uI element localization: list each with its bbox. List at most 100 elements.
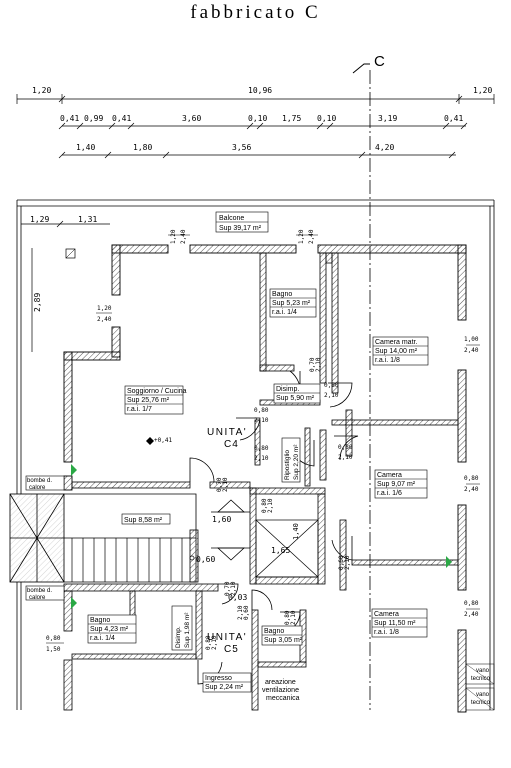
room-bagno-3-sup: Sup 3,05 m² <box>264 637 303 644</box>
section-line-c: C <box>352 53 385 710</box>
room-bagno-2: Bagno Sup 4,23 m² r.a.i. 1/4 <box>87 614 137 644</box>
door2-a: 0,80 <box>324 382 339 389</box>
door4-b: 2,10 <box>254 455 269 462</box>
elevation-marker: +0,41 <box>146 437 172 445</box>
door11-a: 0,60 <box>243 605 250 620</box>
room-bagno-2-name: Bagno <box>90 617 110 624</box>
room-disimp-1: Disimp. Sup 5,90 m² <box>273 383 321 404</box>
room-bagno-1-name: Bagno <box>272 291 292 298</box>
stairwell <box>9 493 199 583</box>
room-bagno-2-sup: Sup 4,23 m² <box>90 626 129 633</box>
aerazione-1: areazione <box>265 679 296 686</box>
room-camera-3-ra: r.a.i. 1/8 <box>374 629 399 636</box>
room-camera-2-sup: Sup 9,07 m² <box>377 481 416 488</box>
exterior-walls <box>63 244 467 713</box>
shaft-marker <box>65 248 76 259</box>
room-bagno-1-sup: Sup 5,23 m² <box>272 300 311 307</box>
door8-b: 2,10 <box>344 555 351 570</box>
dim-center-4: 1,40 <box>292 523 300 540</box>
win3-b: 2,40 <box>97 316 112 323</box>
dimension-row-1 <box>16 94 495 104</box>
dimension-row-3 <box>58 151 456 159</box>
room-camera-matr: Camera matr. Sup 14,00 m² r.a.i. 1/8 <box>372 336 429 366</box>
dim-row3-b: 1,80 <box>133 143 152 152</box>
door6-b: 2,10 <box>222 477 229 492</box>
win5-b: 2,40 <box>464 347 479 354</box>
dim-center-3: 0,60 <box>196 555 215 564</box>
door7-b: 2,10 <box>267 498 274 513</box>
dim-row2-d: 3,60 <box>182 114 201 123</box>
win6-a: 0,80 <box>464 475 479 482</box>
win1-a: 1,20 <box>170 229 177 244</box>
room-bagno-3: Bagno Sup 3,05 m² <box>261 625 303 646</box>
door5-b: 2,10 <box>338 454 353 461</box>
dim-row2-h: 3,19 <box>378 114 397 123</box>
vano-tecnico-2-b: tecnico <box>471 700 491 706</box>
elevation-value: +0,41 <box>154 437 172 444</box>
room-camera-2-name: Camera <box>377 472 402 479</box>
door2-b: 2,10 <box>324 392 339 399</box>
room-balcone: Balcone Sup 39,17 m² <box>215 211 269 233</box>
door5-a: 0,80 <box>338 444 353 451</box>
door1-b: 2,10 <box>315 357 322 372</box>
window-tags <box>46 234 480 644</box>
win5-a: 1,00 <box>464 336 479 343</box>
room-camera-2: Camera Sup 9,07 m² r.a.i. 1/6 <box>374 469 428 499</box>
win3-a: 1,20 <box>97 305 112 312</box>
caldaia-box-2: bombe d. calore <box>25 585 65 601</box>
dim-row2-i: 0,41 <box>444 114 463 123</box>
dimension-row-2 <box>58 122 468 130</box>
caldaia-1-sub: calore <box>29 485 46 491</box>
dim-center-2: 1,65 <box>271 546 290 555</box>
win7-a: 0,80 <box>464 600 479 607</box>
dim-row2-f: 1,75 <box>282 114 301 123</box>
room-camera-3-name: Camera <box>374 611 399 618</box>
section-mark: C <box>374 53 385 70</box>
room-camera-matr-sup: Sup 14,00 m² <box>375 348 418 355</box>
dim-row3-d: 4,20 <box>375 143 394 152</box>
win2-a: 1,20 <box>298 229 305 244</box>
dim-row1-a: 1,20 <box>32 86 51 95</box>
caldaia-1-label: bombe d. <box>27 478 52 484</box>
room-camera-matr-name: Camera matr. <box>375 339 417 346</box>
door10-a: 0,80 <box>284 610 291 625</box>
door1-a: 0,70 <box>309 357 316 372</box>
room-camera-2-ra: r.a.i. 1/6 <box>377 490 402 497</box>
unit-c4-label: UNITA' <box>207 427 247 438</box>
dim-row2-e: 0,10 <box>248 114 267 123</box>
room-disimp-2-name: Disimp. <box>175 626 182 648</box>
dim-row3-c: 3,56 <box>232 143 251 152</box>
door3-b: 2,10 <box>254 417 269 424</box>
win7-b: 2,40 <box>464 611 479 618</box>
win1-b: 2,40 <box>180 229 187 244</box>
room-disimp-2: Disimp. Sup 1,98 m² <box>171 605 193 651</box>
room-ripostiglio-sup: Sup 2,20 m² <box>293 444 300 480</box>
green-markers <box>71 464 452 609</box>
dim-row2-g: 0,10 <box>317 114 336 123</box>
dim-row2-a: 0,41 <box>60 114 79 123</box>
room-soggiorno-ra: r.a.i. 1/7 <box>127 406 152 413</box>
dim-row2-b: 0,99 <box>84 114 103 123</box>
vano-tecnico-2: vano tecnico <box>465 687 495 711</box>
door11-b: 2,10 <box>237 605 244 620</box>
win6-b: 2,40 <box>464 486 479 493</box>
win8-b: 1,50 <box>46 646 61 653</box>
room-balcone-name: Balcone <box>219 215 244 222</box>
dim-row2-c: 0,41 <box>112 114 131 123</box>
top-left-dims <box>21 220 110 352</box>
dim-left-vertical: 2,89 <box>33 293 42 312</box>
room-bagno-2-ra: r.a.i. 1/4 <box>90 635 115 642</box>
door6-a: 0,70 <box>216 477 223 492</box>
balcony-outline <box>16 199 495 710</box>
aerazione-3: meccanica <box>266 695 300 702</box>
dim-center-1: 1,60 <box>212 515 231 524</box>
room-ingresso-name: Ingresso <box>205 675 232 682</box>
unit-c5-label: UNITA' <box>207 632 247 643</box>
room-balcone-sup: Sup 39,17 m² <box>219 225 262 232</box>
door7-a: 0,80 <box>261 498 268 513</box>
dim-row3-a: 1,40 <box>76 143 95 152</box>
room-ripostiglio: Ripostiglio Sup 2,20 m² <box>281 437 301 483</box>
door9-a: 0,70 <box>224 581 231 596</box>
elevator-shaft <box>255 519 319 578</box>
